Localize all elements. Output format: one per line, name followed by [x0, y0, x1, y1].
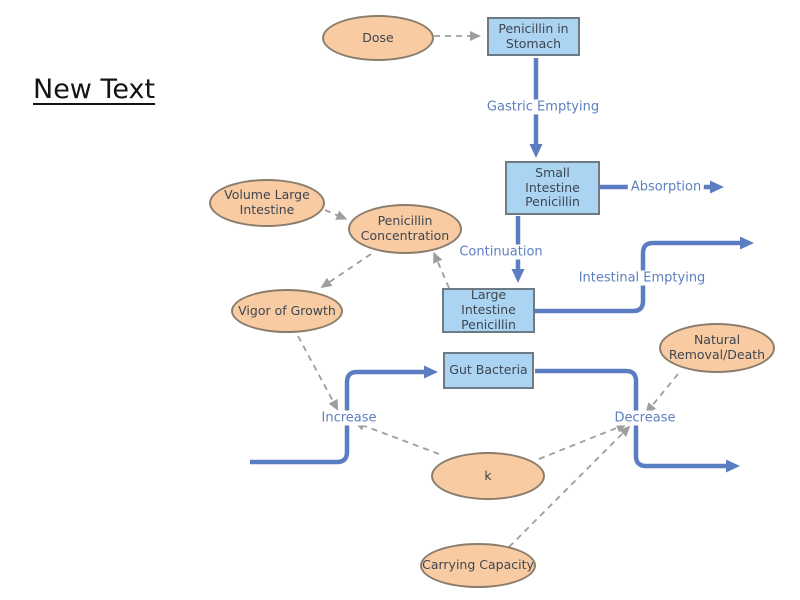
- variable-carrying-capacity[interactable]: Carrying Capacity: [420, 543, 536, 588]
- stock-label: Penicillin in Stomach: [498, 20, 569, 51]
- influence-natural-removal-to-decrease[interactable]: [645, 373, 679, 414]
- variable-volume-large-intestine[interactable]: Volume Large Intestine: [209, 179, 325, 227]
- flow-label-absorption[interactable]: Absorption: [627, 179, 705, 195]
- influence-k-to-increase[interactable]: [353, 421, 440, 455]
- variable-label: Natural Removal/Death: [668, 332, 766, 362]
- variable-label: Volume Large Intestine: [224, 187, 310, 217]
- page-title[interactable]: New Text: [33, 74, 156, 105]
- stock-label: Large Intestine Penicillin: [461, 287, 516, 332]
- variable-natural-removal-death[interactable]: Natural Removal/Death: [659, 323, 775, 373]
- flow-label-gastric-emptying[interactable]: Gastric Emptying: [483, 99, 603, 115]
- flow-label-decrease[interactable]: Decrease: [611, 410, 679, 426]
- stock-label: Small Intestine Penicillin: [525, 164, 580, 210]
- variable-dose[interactable]: Dose: [322, 15, 434, 61]
- variable-penicillin-concentration[interactable]: Penicillin Concentration: [348, 204, 462, 254]
- variable-label: Penicillin Concentration: [360, 213, 450, 243]
- flow-label-increase[interactable]: Increase: [318, 410, 380, 426]
- influence-carrying-capacity-to-decrease[interactable]: [508, 425, 631, 548]
- influence-large-intestine-to-concentration[interactable]: [433, 251, 450, 289]
- influence-concentration-to-vigor[interactable]: [320, 253, 372, 289]
- variable-vigor-of-growth[interactable]: Vigor of Growth: [231, 289, 343, 333]
- variable-label: Vigor of Growth: [238, 302, 336, 318]
- variable-label: Carrying Capacity: [422, 557, 534, 573]
- flow-label-intestinal-emptying[interactable]: Intestinal Emptying: [575, 270, 709, 286]
- stock-gut-bacteria[interactable]: Gut Bacteria: [443, 352, 534, 389]
- variable-label: k: [484, 467, 492, 483]
- influence-vigor-to-increase[interactable]: [297, 335, 339, 411]
- stock-label: Gut Bacteria: [449, 362, 528, 378]
- stock-small-intestine-penicillin[interactable]: Small Intestine Penicillin: [505, 161, 600, 215]
- stock-large-intestine-penicillin[interactable]: Large Intestine Penicillin: [442, 287, 535, 333]
- stock-penicillin-in-stomach[interactable]: Penicillin in Stomach: [487, 17, 580, 56]
- influence-volume-to-concentration[interactable]: [324, 209, 348, 220]
- variable-label: Dose: [362, 29, 394, 45]
- variable-k[interactable]: k: [431, 452, 545, 500]
- flow-label-continuation[interactable]: Continuation: [456, 244, 546, 260]
- influence-k-to-decrease[interactable]: [538, 423, 628, 460]
